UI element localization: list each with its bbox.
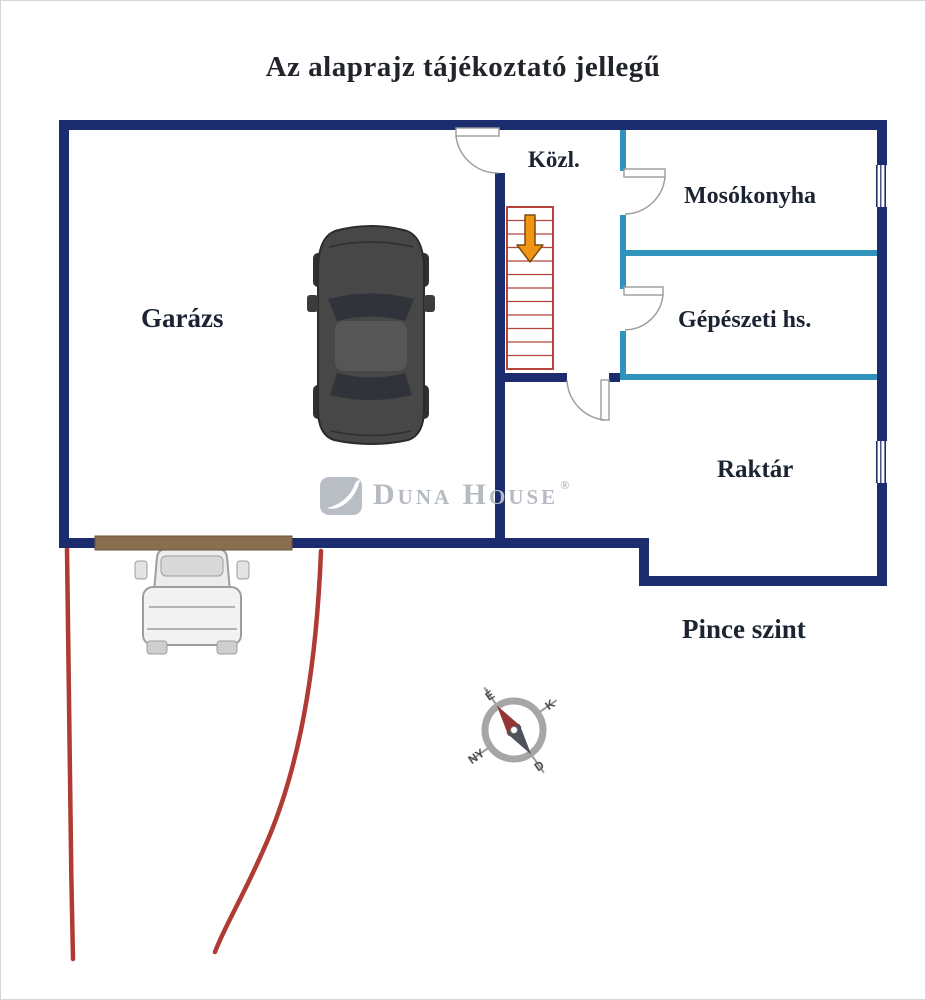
compass-south-label: D [532, 758, 547, 775]
watermark-logo-icon [320, 477, 362, 515]
door-openings [494, 130, 628, 383]
exterior-walls [59, 120, 887, 586]
watermark-brand-text: Duna House [373, 478, 559, 511]
room-label-garage: Garázs [141, 303, 224, 333]
registered-mark: ® [560, 478, 570, 492]
room-label-mechanical: Gépészeti hs. [678, 307, 812, 333]
room-label-storage: Raktár [717, 456, 794, 483]
watermark-brand: Duna House® [373, 478, 570, 512]
car-rear-view-icon [134, 548, 250, 655]
compass-rose-icon: É K D NY [465, 687, 557, 775]
window-icon [875, 441, 889, 483]
window-icon [875, 165, 889, 207]
door-swing-icon [623, 286, 664, 331]
garage-door [94, 535, 293, 551]
room-label-corridor: Közl. [528, 147, 580, 172]
compass-east-label: K [542, 696, 557, 713]
door-swing-icon [566, 379, 610, 421]
room-label-laundry: Mosókonyha [684, 183, 817, 209]
page-title: Az alaprajz tájékoztató jellegű [265, 51, 661, 83]
interior-walls [620, 130, 877, 380]
driveway-lines [64, 546, 324, 962]
driveway-line-left [64, 546, 76, 962]
floor-level-label: Pince szint [682, 614, 806, 644]
compass-west-label: NY [465, 746, 487, 767]
door-swing-icon [455, 127, 500, 174]
stairs-direction-arrow-icon [516, 214, 544, 263]
car-top-view-icon [307, 225, 435, 445]
driveway-line-right [212, 548, 324, 955]
door-swing-icon [623, 168, 666, 215]
